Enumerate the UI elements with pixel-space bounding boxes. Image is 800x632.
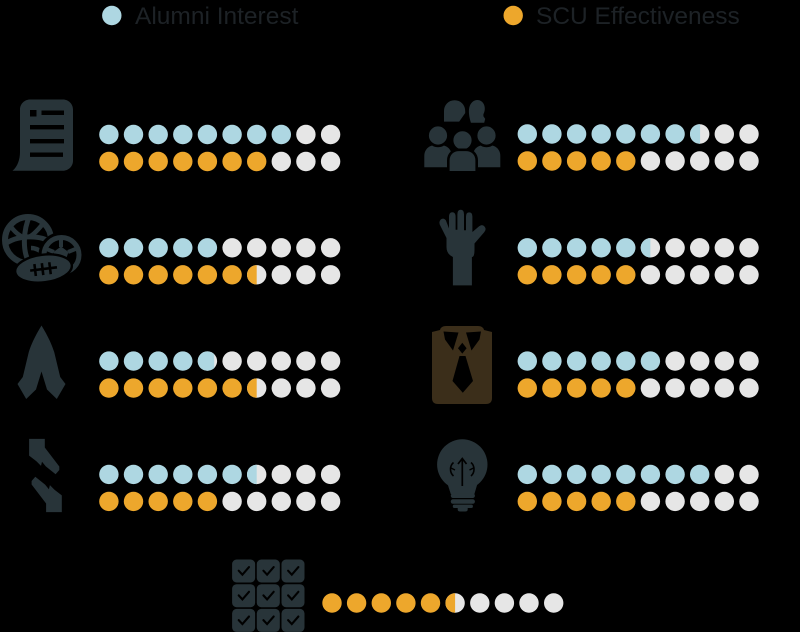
svg-text:Alumni Interest: Alumni Interest — [135, 3, 299, 30]
svg-text:SCU Effectiveness: SCU Effectiveness — [536, 3, 740, 30]
